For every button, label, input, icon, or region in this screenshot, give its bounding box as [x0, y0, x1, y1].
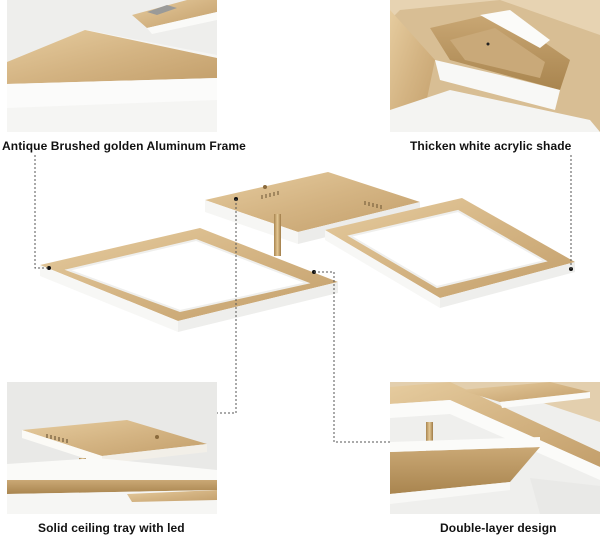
- detail-photo-acrylic-shade: [390, 0, 600, 132]
- left-frame: [40, 228, 338, 332]
- detail-photo-aluminum-frame: [7, 0, 217, 132]
- leader-lines: [34, 155, 572, 443]
- caption-aluminum-frame: Antique Brushed golden Aluminum Frame: [2, 139, 246, 153]
- detail-photo-ceiling-tray: [7, 382, 217, 514]
- detail-photo-double-layer: [390, 382, 600, 514]
- caption-ceiling-tray: Solid ceiling tray with led: [38, 521, 185, 535]
- caption-acrylic-shade: Thicken white acrylic shade: [410, 139, 572, 153]
- right-frame: [325, 198, 575, 308]
- caption-double-layer: Double-layer design: [440, 521, 557, 535]
